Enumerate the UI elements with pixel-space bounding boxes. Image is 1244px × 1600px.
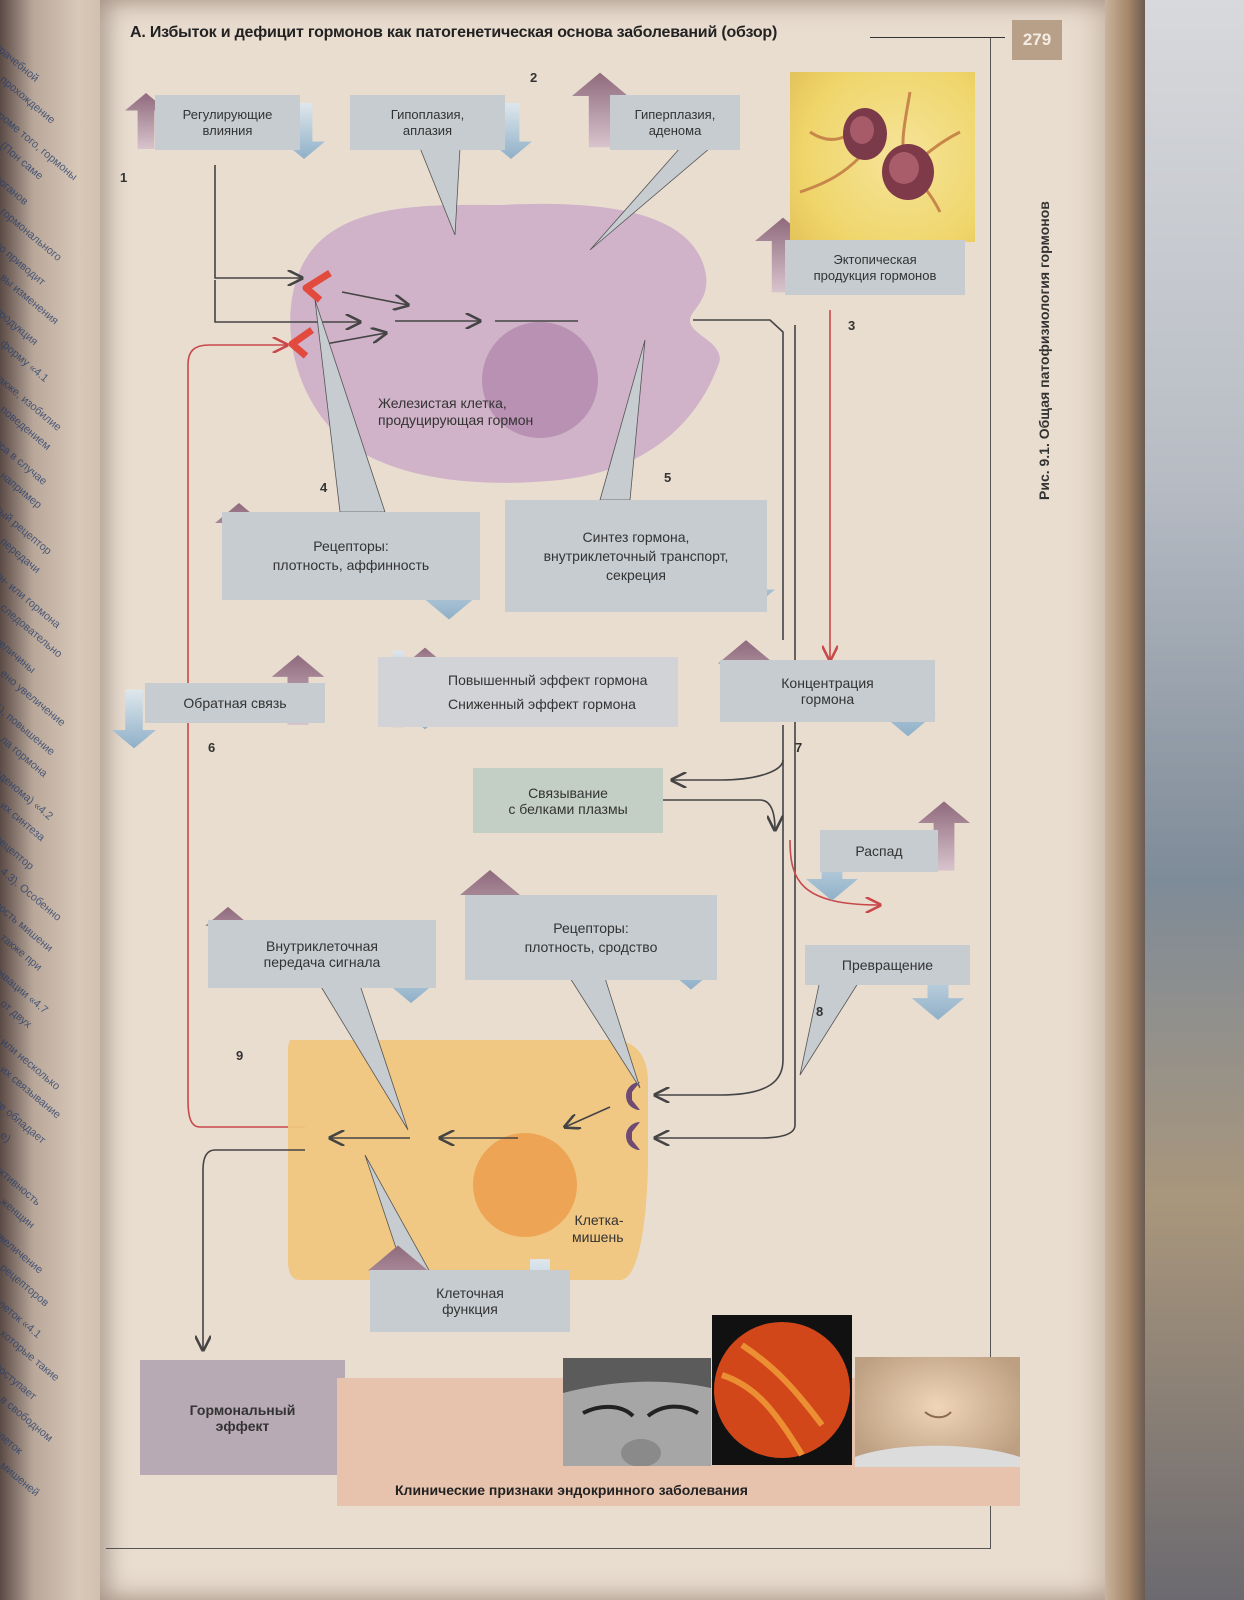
box-decay: Распад [820,830,938,872]
box-hyperplasia: Гиперплазия,аденома [610,95,740,150]
box-receptors-density: Рецепторы:плотность, сродство [465,895,717,980]
section-title: А. Избыток и дефицит гормонов как патоге… [130,24,778,41]
retina-photo [712,1315,852,1465]
label-number-6: 6 [208,740,216,755]
label-number-7: 7 [795,740,803,755]
gland-receptor-top [302,270,332,303]
label-number-9: 9 [236,1048,244,1063]
page-number: 279 [1012,20,1062,60]
gland-cell-nucleus [482,322,598,438]
legend-increased: Повышенный эффект гормона [448,672,648,688]
label-number-3: 3 [848,318,856,333]
box-conversion: Превращение [805,945,970,985]
abdomen-photo [855,1357,1020,1467]
face-photo [563,1358,711,1466]
legend-decreased: Сниженный эффект гормона [448,696,636,712]
target-cell-nucleus [473,1133,577,1237]
label-number-8: 8 [816,1004,824,1019]
box-hypoplasia: Гипоплазия,аплазия [350,95,505,150]
label-number-1: 1 [120,170,128,185]
ectopic-cells-image [790,72,975,242]
header-rule [870,37,1005,38]
diagram-frame [106,38,991,1549]
label-number-2: 2 [530,70,538,85]
clinical-signs-label: Клинические признаки эндокринного заболе… [395,1482,748,1498]
label-number-4: 4 [320,480,328,495]
box-receptors-affinity: Рецепторы:плотность, аффинность [222,512,480,600]
target-receptor-top [626,1082,640,1110]
target-receptor-bottom [626,1122,640,1150]
page-edge [1105,0,1145,1600]
legend-box: Повышенный эффект гормона Сниженный эффе… [378,657,678,727]
book-spine [0,0,112,1600]
box-hormone-synthesis: Синтез гормона,внутриклеточный транспорт… [505,500,767,612]
background-table [1145,0,1244,1600]
box-feedback: Обратная связь [145,683,325,723]
target-cell-label: Клетка-мишень [572,1212,624,1245]
gland-receptor-bottom [288,327,315,359]
label-number-5: 5 [664,470,672,485]
gland-cell-label: Железистая клетка,продуцирующая гормон [378,395,534,428]
